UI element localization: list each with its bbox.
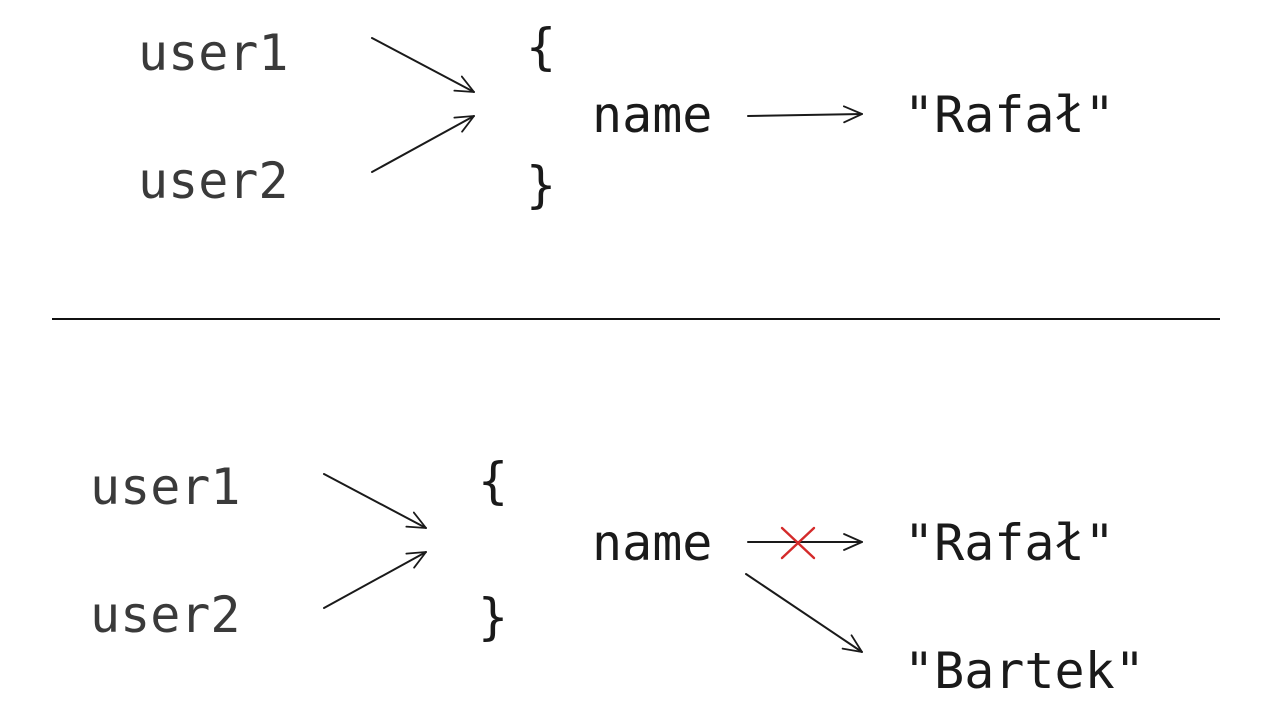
top-user2-arrow (371, 115, 475, 173)
bottom-user2-label: user2 (90, 586, 241, 644)
bottom-rafal-value: "Rafał" (904, 514, 1115, 572)
top-user2-label: user2 (138, 152, 289, 210)
bottom-user1-arrow (323, 473, 427, 529)
strike-cross-icon (780, 526, 816, 560)
top-user1-label: user1 (138, 24, 289, 82)
bottom-new-name-arrow (745, 573, 863, 653)
top-name-key: name (592, 86, 713, 144)
bottom-open-brace: { (478, 452, 509, 510)
bottom-close-brace: } (478, 588, 509, 646)
bottom-name-key: name (592, 514, 713, 572)
top-name-arrow (747, 105, 863, 124)
top-rafal-value: "Rafał" (904, 86, 1115, 144)
bottom-bartek-value: "Bartek" (904, 642, 1145, 700)
top-open-brace: { (526, 18, 557, 76)
top-close-brace: } (526, 156, 557, 214)
bottom-user2-arrow (323, 551, 427, 609)
bottom-user1-label: user1 (90, 458, 241, 516)
top-user1-arrow (371, 37, 475, 93)
